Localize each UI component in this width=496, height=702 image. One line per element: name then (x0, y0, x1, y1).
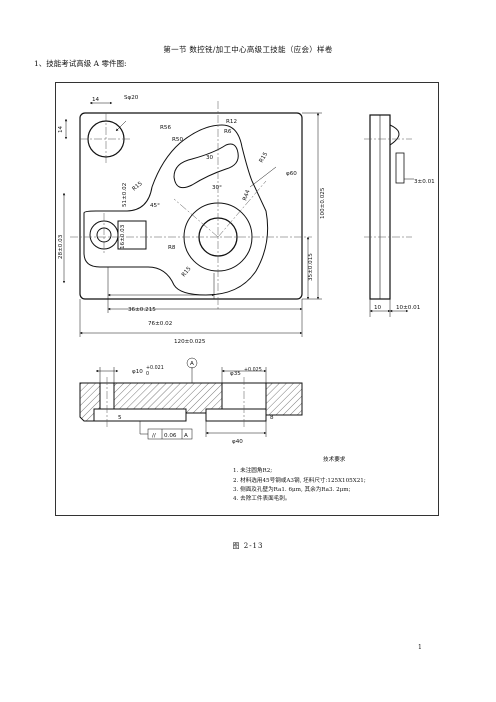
dim-10b: 10±0.01 (396, 305, 421, 311)
dim-5: 5 (118, 415, 122, 421)
dim-120: 120±0.025 (174, 339, 206, 345)
page-number: 1 (418, 644, 422, 651)
dim-51: 51±0.02 (122, 183, 128, 207)
dim-35: 35±0.015 (308, 253, 314, 281)
parallel-tolerance: 0.06 (164, 433, 177, 439)
curved-slot (173, 143, 239, 189)
dim-hole10: φ10 (132, 369, 143, 375)
dim-r15-right: R15 (259, 151, 270, 164)
dim-r44: R44 (242, 189, 252, 202)
figure-caption: 图 2-13 (232, 542, 264, 550)
dim-hole10-tol-bot: 0 (146, 371, 149, 377)
dim-r15-bottom: R15 (181, 266, 193, 279)
dim-r56: R56 (160, 125, 171, 131)
boss-profile (83, 124, 269, 296)
dim-hole35: φ35 (230, 371, 241, 377)
dim-ang30: 30° (212, 185, 222, 191)
technical-requirements: 技术要求 1. 未注圆角R2; 2. 材料选用45号钢或A3钢, 坯料尺寸:12… (233, 456, 366, 504)
dim-14-top: 14 (92, 97, 100, 103)
dim-r12: R12 (226, 119, 237, 125)
datum-label: A (190, 361, 194, 367)
dim-28: 28±0.03 (58, 234, 64, 259)
dim-30: 30 (206, 155, 214, 161)
dim-r50: R50 (172, 137, 183, 143)
dim-r15-left: R15 (131, 181, 144, 193)
dim-36: 36±0.215 (128, 307, 156, 313)
dim-r8: R8 (168, 245, 176, 251)
requirement-item: 3. 侧面及孔壁为Ra1. 6μm, 其余为Ra3. 2μm; (233, 486, 351, 493)
page-header: 第一节 数控铣/加工中心高级工技能（应会）样卷 (163, 45, 333, 54)
dim-r6: R6 (224, 129, 232, 135)
dim-8: 8 (270, 415, 274, 421)
parallel-symbol: // (152, 433, 156, 439)
side-recess (395, 152, 405, 184)
question-text: 1、技能考试高级 A 零件图: (34, 59, 127, 68)
dim-100: 100±0.025 (320, 187, 326, 219)
dim-3: 3±0.01 (414, 179, 435, 185)
dim-d60: φ60 (286, 171, 297, 177)
requirement-item: 2. 材料选用45号钢或A3钢, 坯料尺寸:125X105X21; (233, 477, 366, 484)
section-view (79, 357, 303, 440)
dim-hole10-tol-top: +0.021 (146, 365, 164, 371)
dim-14-left: 14 (58, 125, 64, 133)
dim-10: 10 (374, 305, 382, 311)
requirement-item: 4. 去除工件表面毛刺。 (233, 496, 291, 503)
dim-sphere: Sφ20 (124, 95, 139, 101)
section-bottom-pocket (205, 408, 267, 422)
parallel-datum: A (184, 433, 188, 439)
side-view (364, 114, 414, 317)
side-sphere (389, 124, 400, 146)
top-view (62, 101, 322, 337)
engineering-drawing: 14 Sφ20 14 R56 R50 R12 R6 30 30° R44 R15… (58, 95, 435, 445)
dim-hole35-tol: +0.025 (244, 367, 262, 373)
dim-ang45: 45° (150, 203, 160, 209)
dim-hole40: φ40 (232, 439, 243, 445)
requirements-title: 技术要求 (323, 457, 346, 463)
dim-76: 76±0.02 (148, 321, 172, 327)
requirement-item: 1. 未注圆角R2; (233, 468, 273, 475)
dim-16: 16±0.03 (120, 224, 126, 249)
slot (117, 220, 147, 250)
section-slot (93, 408, 187, 422)
drawing-frame: 14 Sφ20 14 R56 R50 R12 R6 30 30° R44 R15… (55, 82, 439, 516)
plate-outline (79, 112, 303, 300)
